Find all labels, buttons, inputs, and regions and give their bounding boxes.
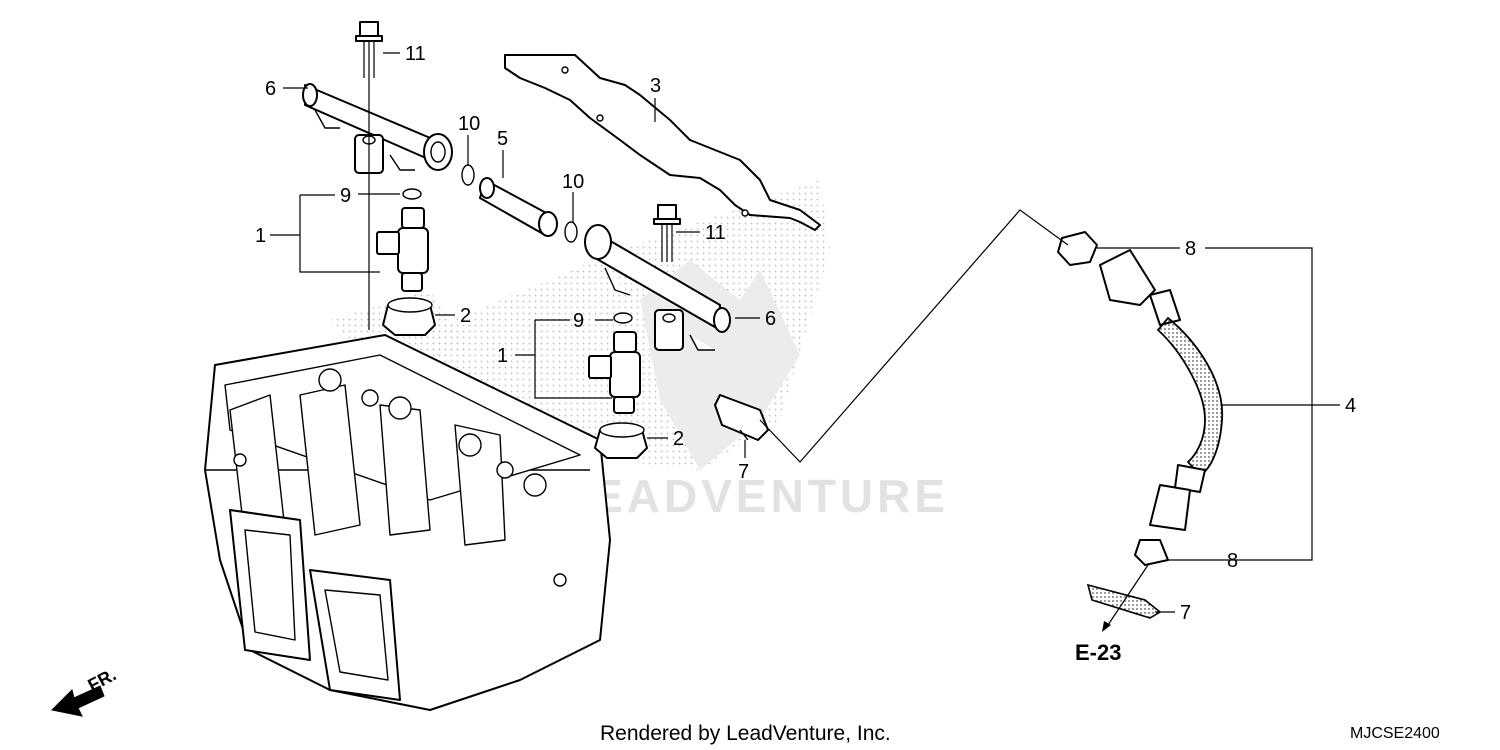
injector-upper <box>376 188 436 336</box>
callout-1-lower: 1 <box>497 345 508 367</box>
sensor-connector <box>714 394 769 441</box>
callout-10-upper: 10 <box>458 113 480 135</box>
callout-6-lower: 6 <box>765 308 776 330</box>
callout-8-lower: 8 <box>1227 550 1238 572</box>
joint-pipe <box>461 164 578 243</box>
callout-7-center: 7 <box>738 461 749 483</box>
bracket <box>504 54 821 231</box>
callout-7-right: 7 <box>1180 602 1191 624</box>
callout-6-upper: 6 <box>265 78 276 100</box>
callout-9-upper: 9 <box>340 185 351 207</box>
callout-5: 5 <box>497 128 508 150</box>
bolt-upper <box>355 21 383 330</box>
callout-11-upper: 11 <box>405 43 426 65</box>
bolt-lower <box>653 204 681 262</box>
callout-2-lower: 2 <box>673 428 684 450</box>
callout-3: 3 <box>650 75 661 97</box>
throttle-body <box>204 334 611 711</box>
callout-9-lower: 9 <box>573 310 584 332</box>
callouts: 11 6 9 1 2 3 10 5 10 11 6 9 1 2 7 8 4 8 … <box>255 43 1356 624</box>
fuel-rail-upper <box>302 83 453 174</box>
section-reference: E-23 <box>1075 640 1121 665</box>
diagram-code: MJCSE2400 <box>1350 725 1440 742</box>
callout-11-lower: 11 <box>705 222 726 244</box>
callout-4: 4 <box>1345 395 1356 417</box>
callout-8-upper: 8 <box>1185 238 1196 260</box>
injector-lower <box>588 312 648 459</box>
callout-2-upper: 2 <box>460 305 471 327</box>
front-direction-marker: FR. <box>50 664 119 717</box>
credit-text: Rendered by LeadVenture, Inc. <box>600 722 891 745</box>
fuel-rail-lower <box>584 224 731 351</box>
watermark-text: LEADVENTURE <box>560 470 949 522</box>
callout-1-upper: 1 <box>255 225 266 247</box>
leader-lines <box>270 52 1340 632</box>
callout-10-lower: 10 <box>562 171 584 193</box>
